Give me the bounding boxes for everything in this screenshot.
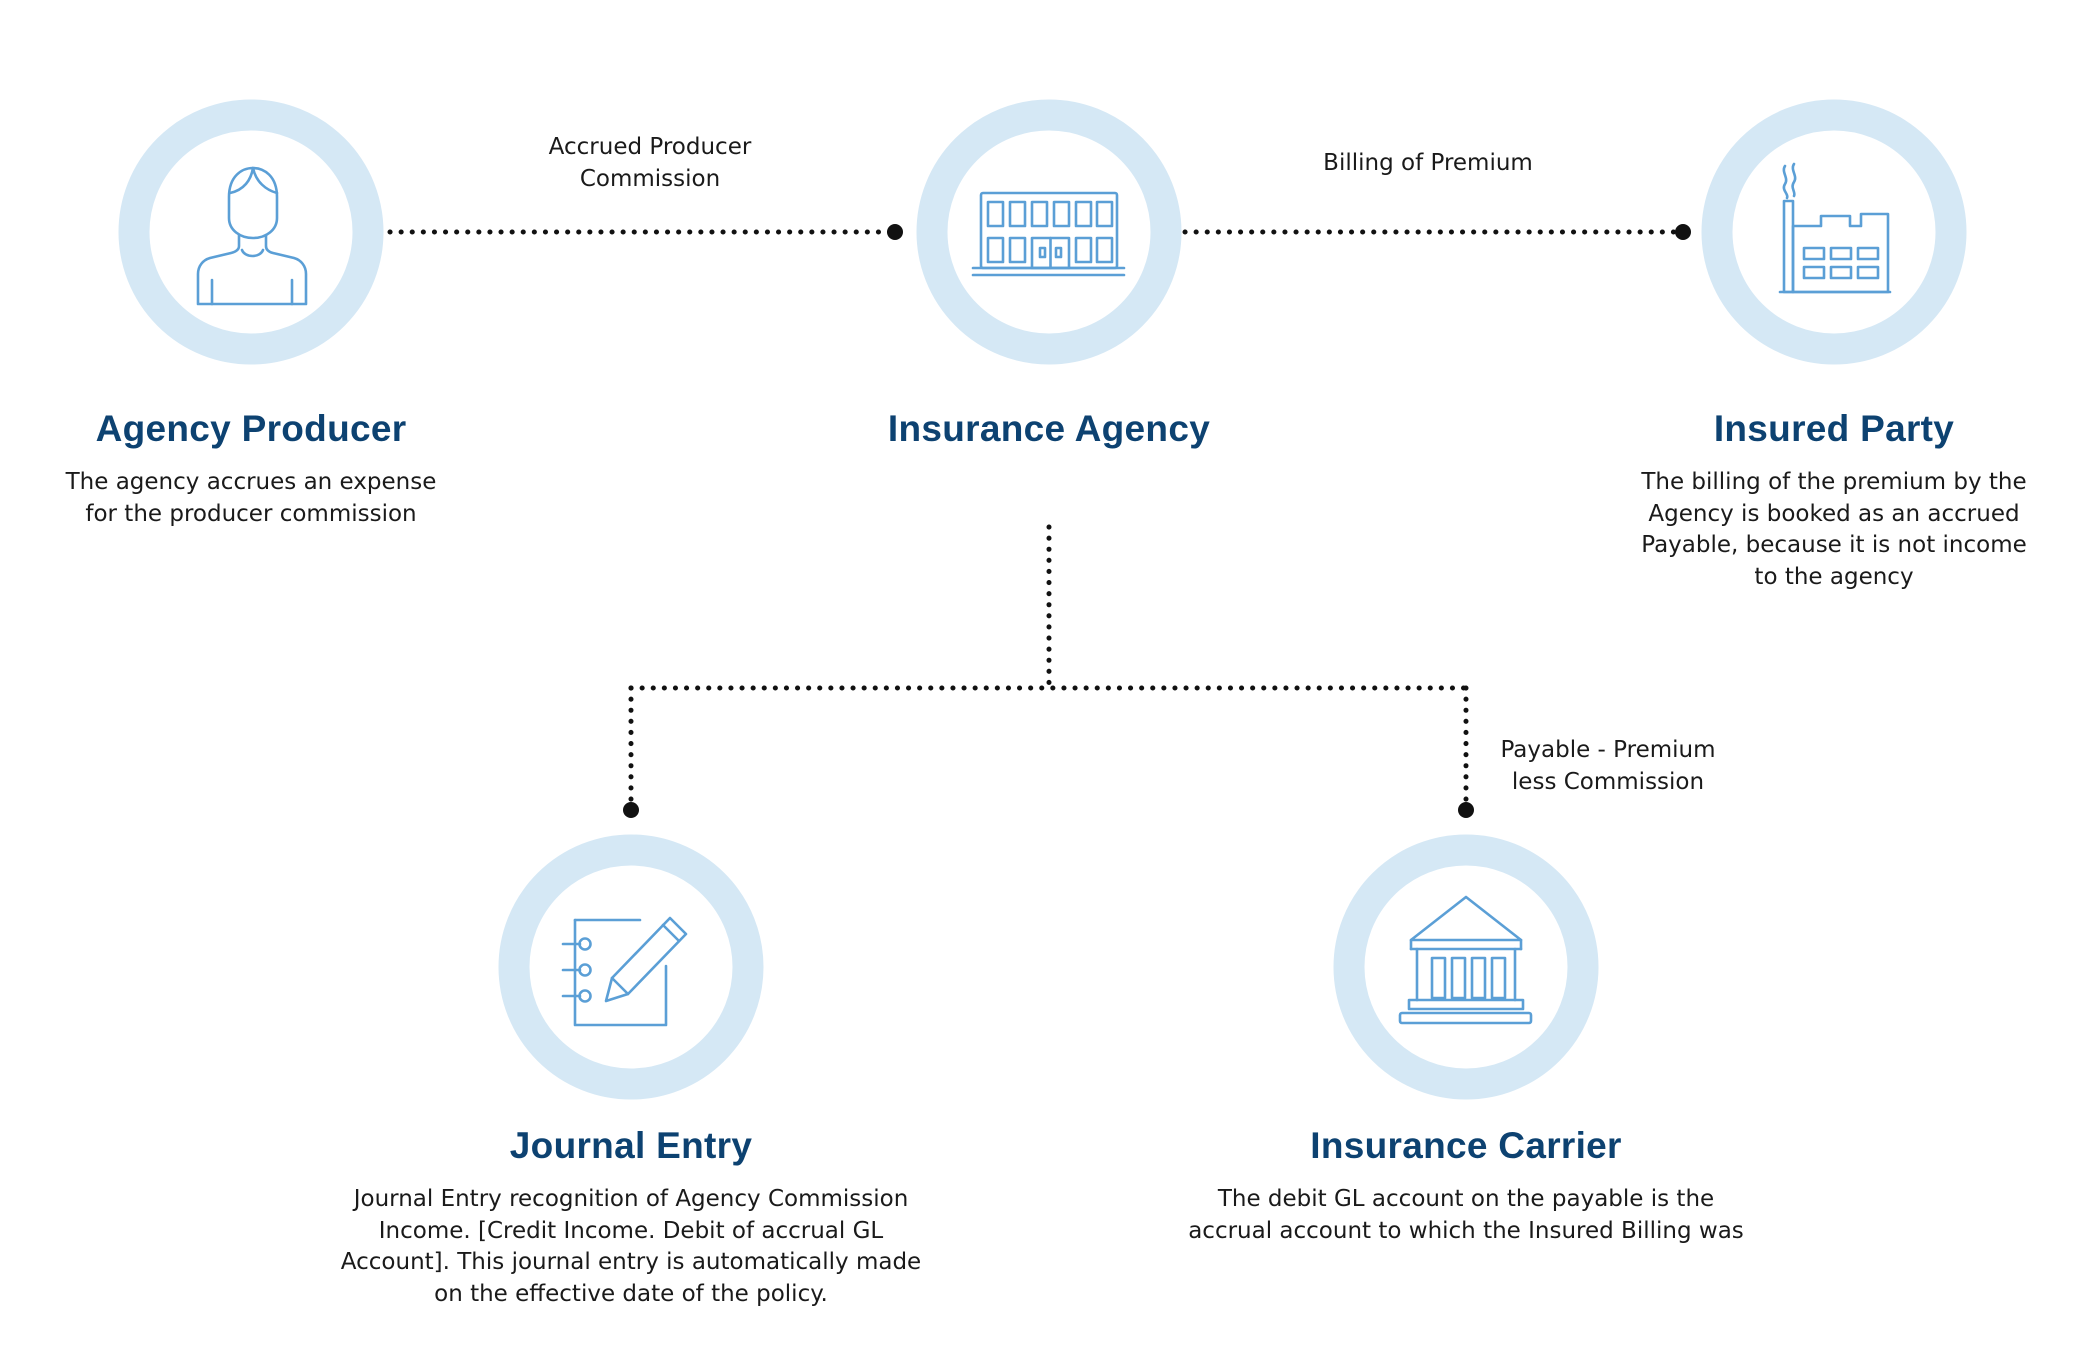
desc-line: Journal Entry recognition of Agency Comm…	[353, 1186, 909, 1212]
edge-label-accrued-producer-commission: Accrued Producer Commission	[500, 132, 800, 195]
edge-label-line: Payable - Premium	[1500, 737, 1716, 763]
desc-line: to the agency	[1754, 563, 1914, 590]
agency-producer-title: Agency Producer	[95, 408, 407, 449]
arrow-dot-journal	[623, 802, 639, 818]
factory-icon	[1778, 162, 1892, 294]
office-building-icon	[971, 191, 1126, 277]
desc-line: The debit GL account on the payable is t…	[1217, 1186, 1715, 1212]
desc-line: Income. [Credit Income. Debit of accrual…	[378, 1217, 884, 1244]
desc-line: The agency accrues an expense	[65, 469, 437, 495]
edge-label-line: Commission	[579, 165, 721, 192]
ring-insurance-carrier	[1333, 834, 1599, 1100]
ring-agency-producer	[118, 99, 384, 365]
connectors	[387, 229, 1683, 803]
desc-line: Agency is booked as an accrued	[1648, 500, 2020, 527]
journal-entry-title: Journal Entry	[509, 1125, 753, 1166]
insurance-agency-title: Insurance Agency	[887, 408, 1211, 449]
edge-label-line: Billing of Premium	[1323, 150, 1533, 176]
edge-label-line: Accrued Producer	[548, 134, 752, 160]
notebook-pen-icon	[561, 916, 688, 1027]
rings	[118, 99, 1967, 1100]
desc-line: accrual account to which the Insured Bil…	[1188, 1217, 1744, 1244]
icons	[196, 162, 1892, 1027]
arrow-dot-agency	[887, 224, 903, 240]
insurance-carrier-description: The debit GL account on the payable is t…	[1161, 1184, 1771, 1247]
agency-producer-description: The agency accrues an expense for the pr…	[51, 467, 451, 530]
insured-party-description: The billing of the premium by the Agency…	[1609, 467, 2059, 593]
arrow-dot-insured	[1675, 224, 1691, 240]
journal-entry-description: Journal Entry recognition of Agency Comm…	[321, 1184, 941, 1310]
desc-line: for the producer commission	[85, 500, 417, 527]
ring-journal-entry	[498, 834, 764, 1100]
desc-line: Account]. This journal entry is automati…	[340, 1249, 922, 1275]
arrow-dot-carrier	[1458, 802, 1474, 818]
desc-line: The billing of the premium by the	[1641, 469, 2027, 495]
desc-line: on the effective date of the policy.	[434, 1280, 828, 1307]
person-icon	[196, 166, 308, 306]
ring-insured-party	[1701, 99, 1967, 365]
edge-label-billing-of-premium: Billing of Premium	[1278, 148, 1578, 180]
connector-dots	[623, 224, 1691, 818]
insured-party-title: Insured Party	[1713, 408, 1955, 449]
edge-label-line: less Commission	[1511, 768, 1705, 795]
ring-insurance-agency	[916, 99, 1182, 365]
desc-line: Payable, because it is not income	[1641, 532, 2027, 558]
edge-label-payable-premium: Payable - Premium less Commission	[1478, 735, 1738, 798]
bank-icon	[1398, 895, 1533, 1025]
insurance-carrier-title: Insurance Carrier	[1310, 1125, 1622, 1166]
